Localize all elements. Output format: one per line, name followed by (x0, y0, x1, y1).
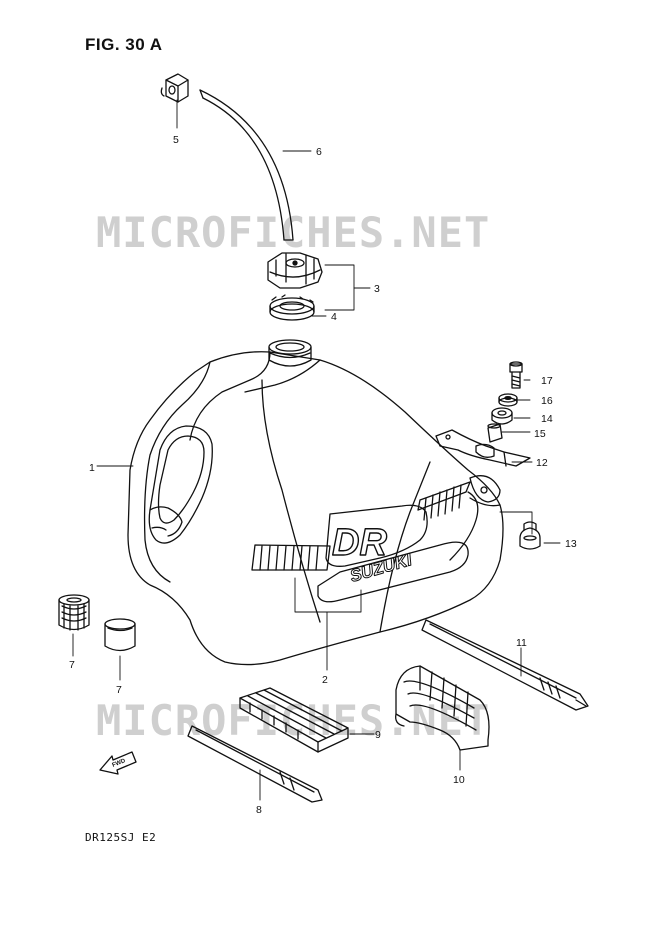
callout-15: 15 (534, 428, 546, 440)
part-tank-decal: DR SUZUKI (251, 481, 479, 603)
callout-17: 17 (541, 375, 553, 387)
part-strap-long (421, 619, 589, 711)
callout-7a: 7 (69, 659, 75, 671)
callout-8: 8 (256, 804, 262, 816)
part-washer (498, 393, 518, 407)
callout-4: 4 (331, 311, 337, 323)
part-breather-hose (199, 89, 294, 241)
callout-5: 5 (173, 134, 179, 146)
callout-numbers: 1 2 3 4 5 6 7 7 8 9 10 11 12 13 14 15 16… (69, 134, 577, 816)
callout-10: 10 (453, 774, 465, 786)
part-fuel-tank (127, 339, 504, 666)
callout-2: 2 (322, 674, 328, 686)
part-fuel-cap (267, 252, 323, 289)
callout-6: 6 (316, 146, 322, 158)
decal-brand-text: DR (332, 522, 387, 564)
part-cap-gasket (269, 294, 315, 321)
forward-arrow-icon: FWD (99, 751, 137, 775)
callout-1: 1 (89, 462, 95, 474)
part-collar (487, 423, 503, 443)
part-cushion (491, 407, 513, 425)
part-ribbed-pad (239, 687, 349, 753)
part-bolt (509, 361, 523, 389)
model-code: DR125SJ E2 (85, 831, 156, 844)
watermark-top: MICROFICHES.NET (96, 208, 490, 257)
part-grommet (519, 521, 541, 550)
figure-title: FIG. 30 A (85, 35, 163, 54)
part-strap-short (187, 725, 323, 803)
leader-lines (72, 99, 561, 801)
forward-arrow-label: FWD (112, 758, 128, 769)
part-mounting-bracket (435, 429, 531, 467)
part-cushion-ribbed (58, 594, 90, 631)
callout-9: 9 (375, 729, 381, 741)
part-cushion-smooth (104, 618, 136, 652)
callout-14: 14 (541, 413, 553, 425)
callout-12: 12 (536, 457, 548, 469)
callout-3: 3 (374, 283, 380, 295)
callout-7b: 7 (116, 684, 122, 696)
part-hose-clip (160, 73, 189, 103)
callout-16: 16 (541, 395, 553, 407)
callout-13: 13 (565, 538, 577, 550)
part-rubber-cover (395, 665, 490, 751)
callout-11: 11 (516, 637, 527, 649)
